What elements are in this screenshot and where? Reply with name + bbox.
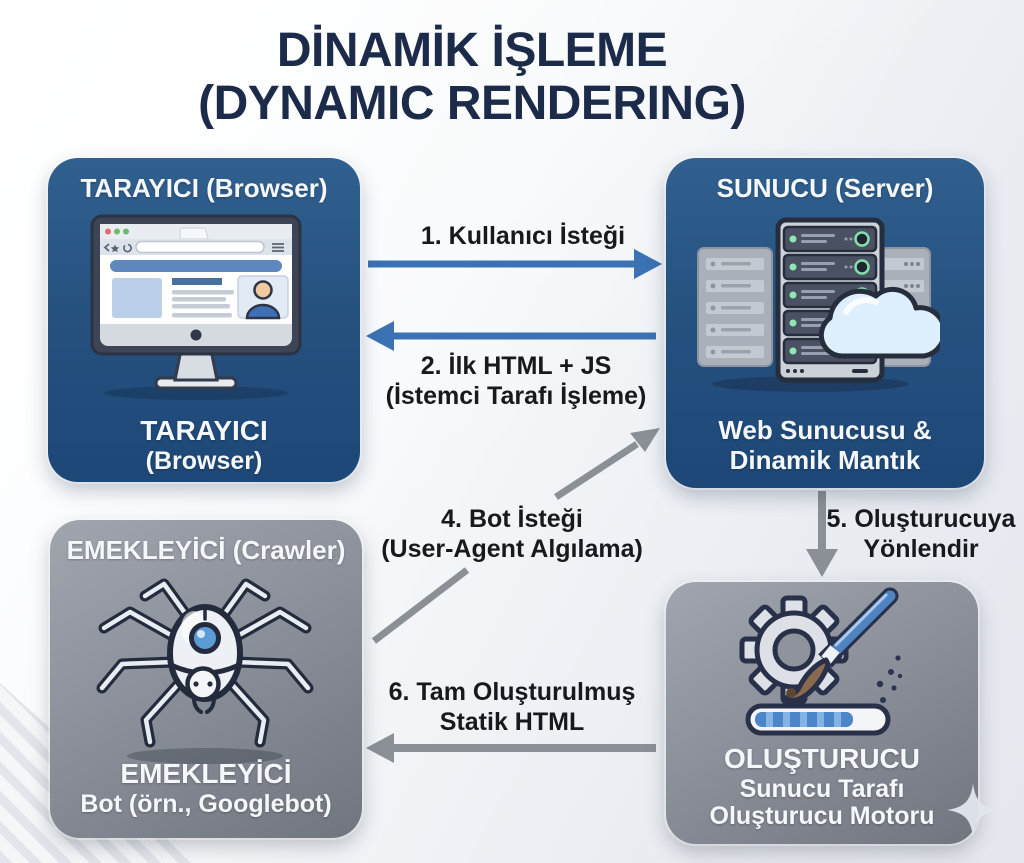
renderer-box: OLUŞTURUCU Sunucu Tarafı Oluşturucu Moto… <box>666 582 978 844</box>
monitor-browser-icon <box>90 214 302 400</box>
server-box: SUNUCU (Server) <box>666 158 984 488</box>
gear-paintbrush-progress-icon <box>739 587 903 736</box>
arrow-step2-left <box>366 321 656 351</box>
arrow-step6-left <box>366 733 656 763</box>
server-caption-line1: Web Sunucusu & <box>718 415 932 445</box>
spider-legs <box>96 578 314 748</box>
spider-eye <box>189 622 221 654</box>
server-rack-cloud-icon <box>697 217 940 392</box>
crawler-caption-line2: Bot (örn., Googlebot) <box>80 790 332 818</box>
arrow1-label: 1. Kullanıcı İsteği <box>420 222 626 250</box>
crawler-box: EMEKLEYİCİ (Crawler) <box>50 520 362 838</box>
arrow4-label: 4. Bot İsteği(User-Agent Algılama) <box>381 505 643 563</box>
arrow-step1-right <box>368 249 662 279</box>
robot-spider-icon <box>96 578 314 764</box>
browser-box: TARAYICI (Browser) <box>48 158 360 482</box>
cloud-shape <box>818 286 940 359</box>
arrow2-label: 2. İlk HTML + JS(İstemci Tarafı İşleme) <box>385 352 647 410</box>
paintbrush-icon <box>781 587 899 703</box>
crawler-caption-line1: EMEKLEYİCİ <box>120 758 292 789</box>
browser-caption-line1: TARAYICI <box>140 415 268 446</box>
title-line2: (DYNAMIC RENDERING) <box>198 77 746 130</box>
browser-caption-line2: (Browser) <box>145 447 263 475</box>
renderer-caption-line2: Sunucu Tarafı <box>739 775 905 803</box>
sparkle-dots <box>876 655 903 703</box>
server-box-header: SUNUCU (Server) <box>716 173 934 203</box>
arrow-step5-down <box>806 491 838 577</box>
renderer-caption-line3: Oluşturucu Motoru <box>709 802 935 830</box>
sparkle-icon <box>946 783 1000 837</box>
crawler-box-header: EMEKLEYİCİ (Crawler) <box>66 535 346 565</box>
progress-bar <box>745 703 891 736</box>
arrow-step4-diagonal <box>371 428 660 644</box>
browser-box-header: TARAYICI (Browser) <box>80 173 328 203</box>
title-line1: DİNAMİK İŞLEME <box>276 24 668 77</box>
side-rack-left <box>697 247 773 367</box>
server-caption-line2: Dinamik Mantık <box>729 445 921 475</box>
page-title: DİNAMİK İŞLEME(DYNAMIC RENDERING) <box>0 24 944 130</box>
renderer-caption-line1: OLUŞTURUCU <box>724 743 920 774</box>
